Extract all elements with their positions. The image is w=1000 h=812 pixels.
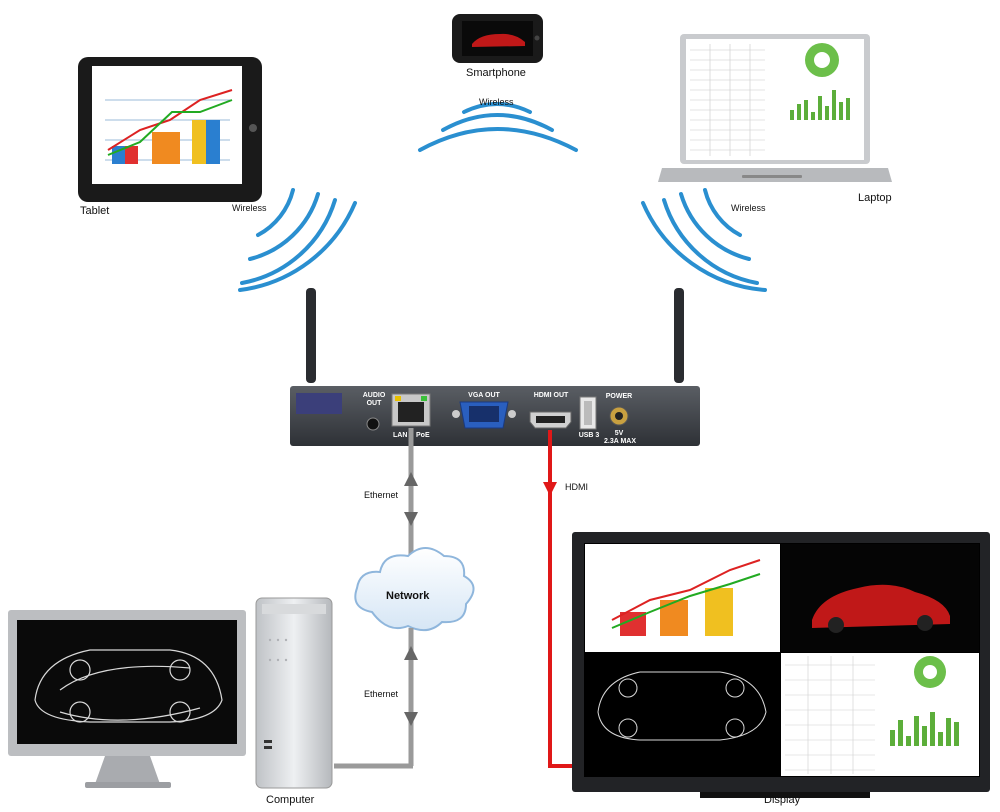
ethernet-label-top: Ethernet <box>364 490 399 500</box>
wireless-label-left: Wireless <box>232 203 267 213</box>
display-label: Display <box>764 794 801 806</box>
computer-monitor <box>8 610 246 788</box>
hdmi-label: HDMI <box>565 482 588 492</box>
laptop-bar-graphic <box>790 90 850 120</box>
display-quadrant-spreadsheet <box>781 653 979 776</box>
display-quadrant-wireframe <box>585 653 780 776</box>
computer-tower <box>255 597 333 789</box>
wireless-label-top: Wireless <box>479 97 514 107</box>
wireless-signal-right <box>641 188 767 292</box>
usb-label: USB 3 <box>578 432 600 439</box>
audio-out-port <box>366 417 380 431</box>
tablet-label: Tablet <box>80 205 110 217</box>
lan-label: LAN <box>393 432 408 439</box>
laptop-spreadsheet-graphic <box>690 44 765 156</box>
tablet-device <box>78 57 262 202</box>
display-screen <box>572 532 990 798</box>
poe-label: PoE <box>416 432 430 439</box>
hdmi-cable <box>543 430 575 768</box>
hdmi-out-label: HDMI OUT <box>533 392 569 399</box>
media-player-device <box>290 386 700 446</box>
tablet-chart-graphic <box>105 89 233 164</box>
wireless-signal-top <box>418 102 578 152</box>
smartphone-label: Smartphone <box>466 67 526 79</box>
vga-out-label: VGA OUT <box>468 392 500 399</box>
computer-label: Computer <box>266 794 315 806</box>
ethernet-cable-top <box>404 428 418 556</box>
car-wireframe-graphic <box>34 649 223 723</box>
network-cloud <box>354 547 475 632</box>
wireless-signal-left <box>238 188 357 292</box>
wireless-label-right: Wireless <box>731 203 766 213</box>
smartphone-device <box>452 14 543 63</box>
antenna-left <box>306 288 316 383</box>
power-label: POWER <box>605 393 633 400</box>
laptop-device <box>658 34 892 182</box>
ethernet-cable-bottom <box>334 628 418 769</box>
antenna-right <box>674 288 684 383</box>
laptop-label: Laptop <box>858 192 892 204</box>
network-label: Network <box>386 590 430 602</box>
ethernet-label-bottom: Ethernet <box>364 689 399 699</box>
